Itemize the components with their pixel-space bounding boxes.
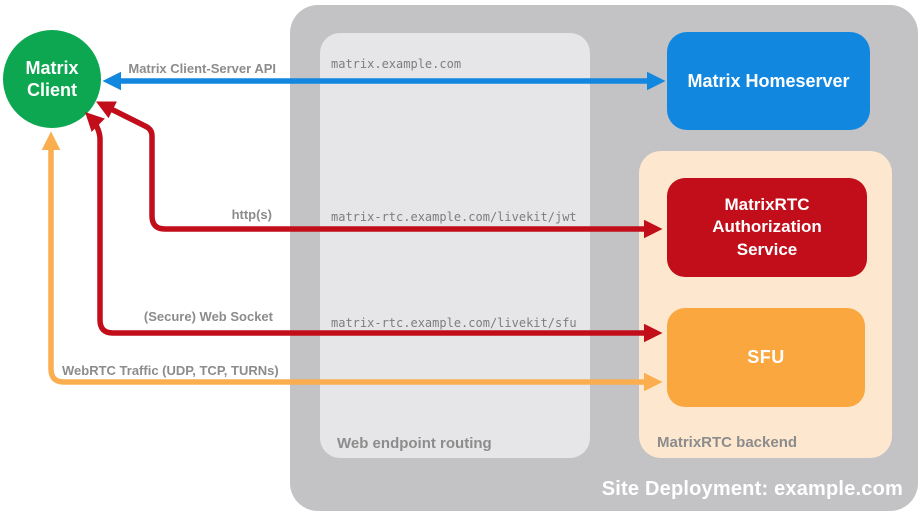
matrixrtc-authorization-service-node: MatrixRTC Authorization Service — [667, 178, 867, 277]
endpoint-matrix-example-com: matrix.example.com — [331, 57, 462, 71]
websocket-arrow-label: (Secure) Web Socket — [143, 309, 273, 324]
matrixrtc-authorization-service-label: MatrixRTC Authorization Service — [712, 195, 822, 259]
matrixrtc-backend-label: MatrixRTC backend — [657, 434, 798, 451]
matrix-client-label: Matrix Client — [25, 57, 79, 101]
web-endpoint-routing-label: Web endpoint routing — [337, 435, 492, 452]
https-arrow-label: http(s) — [231, 207, 272, 222]
sfu-label: SFU — [747, 347, 785, 367]
endpoint-livekit-jwt: matrix-rtc.example.com/livekit/jwt — [331, 210, 577, 224]
web-endpoint-routing-zone — [320, 33, 590, 458]
client-server-api-arrow-label: Matrix Client-Server API — [128, 61, 276, 76]
matrix-homeserver-node: Matrix Homeserver — [667, 32, 870, 130]
endpoint-livekit-sfu: matrix-rtc.example.com/livekit/sfu — [331, 316, 577, 330]
sfu-node: SFU — [667, 308, 865, 407]
webrtc-traffic-arrow-label: WebRTC Traffic (UDP, TCP, TURNs) — [62, 363, 279, 378]
matrix-homeserver-label: Matrix Homeserver — [687, 70, 850, 91]
site-deployment-title: Site Deployment: example.com — [601, 478, 903, 500]
matrix-client-node: Matrix Client — [3, 30, 101, 128]
